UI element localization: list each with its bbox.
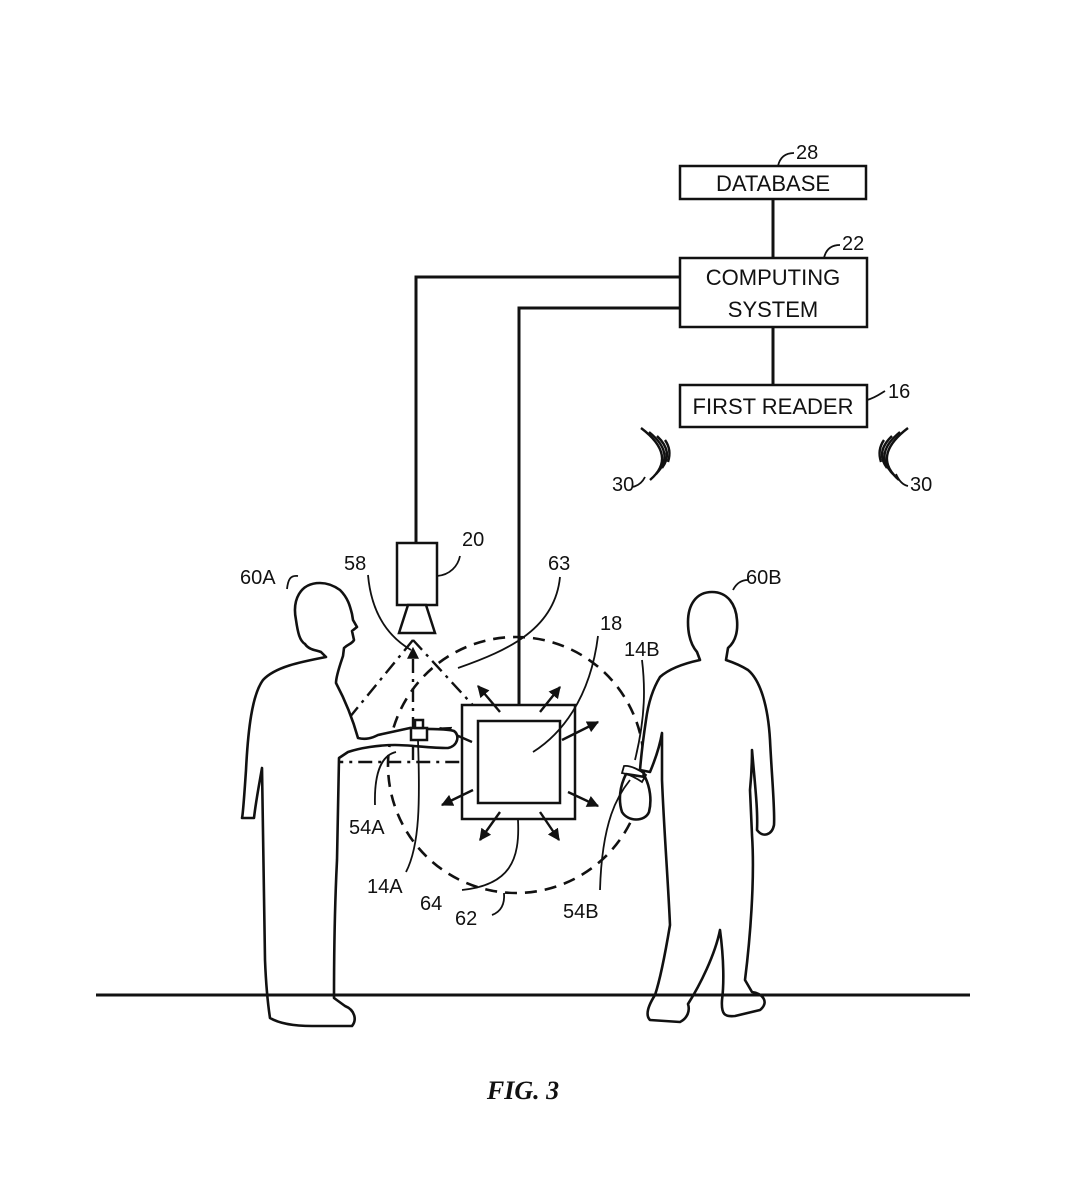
signal-waves-left: 30 bbox=[612, 427, 671, 496]
person-a-ref: 60A bbox=[240, 567, 276, 589]
wristband-a-ref: 54A bbox=[349, 817, 385, 839]
second-reader-ref: 18 bbox=[600, 613, 622, 635]
database-label: DATABASE bbox=[716, 171, 830, 196]
tag-a-device bbox=[409, 726, 429, 742]
emission-arrow bbox=[440, 788, 474, 807]
reader-region-ref: 63 bbox=[548, 553, 570, 575]
wristband-a-ref-leader bbox=[374, 751, 397, 806]
second-reader: 18 64 bbox=[420, 613, 622, 915]
computing-second-reader-link bbox=[517, 306, 680, 705]
emission-arrow bbox=[539, 686, 561, 713]
signal-left-ref-leader bbox=[631, 476, 646, 488]
figure-caption: FIG. 3 bbox=[486, 1076, 559, 1105]
outer-field-ref: 62 bbox=[455, 908, 477, 930]
inner-field-ref: 64 bbox=[420, 893, 442, 915]
person-b-silhouette bbox=[638, 590, 776, 1024]
emission-arrow bbox=[539, 811, 560, 841]
second-reader-ref-leader bbox=[532, 635, 599, 753]
person-a-ref-leader bbox=[286, 575, 299, 590]
reader-region-ref-leader bbox=[457, 576, 561, 669]
person-b-ref: 60B bbox=[746, 567, 782, 589]
person-b-hand bbox=[618, 772, 652, 821]
camera-lens bbox=[397, 603, 437, 635]
database-ref: 28 bbox=[796, 142, 818, 164]
tag-b-ref: 14B bbox=[624, 639, 660, 661]
camera-ref: 20 bbox=[462, 529, 484, 551]
computing-system-ref-leader bbox=[823, 244, 841, 259]
tag-a-ref-leader bbox=[405, 739, 420, 873]
first-reader-box bbox=[678, 383, 869, 429]
first-reader-ref: 16 bbox=[888, 381, 910, 403]
tag-a-ref: 14A bbox=[367, 876, 403, 898]
camera: 20 bbox=[395, 529, 484, 635]
signal-left-ref: 30 bbox=[612, 474, 634, 496]
database-box bbox=[678, 164, 868, 201]
camera-view-ref: 58 bbox=[344, 553, 366, 575]
camera-view-ref-leader bbox=[367, 574, 412, 651]
camera-body bbox=[395, 541, 439, 607]
computing-system-label-line2: SYSTEM bbox=[728, 297, 818, 322]
connection-lines bbox=[414, 199, 775, 705]
emission-arrow bbox=[477, 685, 501, 713]
wristband-b-ref: 54B bbox=[563, 901, 599, 923]
first-reader-block: FIRST READER 16 bbox=[678, 381, 910, 429]
emission-arrow bbox=[561, 720, 600, 742]
computing-system-ref: 22 bbox=[842, 233, 864, 255]
first-reader-label: FIRST READER bbox=[693, 394, 854, 419]
inner-field-ref-leader bbox=[461, 819, 520, 891]
tag-b-ref-leader bbox=[634, 659, 645, 761]
computing-system-label-line1: COMPUTING bbox=[706, 265, 840, 290]
signal-waves-right: 30 bbox=[878, 427, 932, 496]
computing-camera-link bbox=[414, 275, 680, 543]
outer-field-ref-leader bbox=[491, 892, 505, 916]
computing-system-block: COMPUTING SYSTEM 22 bbox=[678, 233, 869, 329]
signal-right-ref-leader bbox=[895, 473, 909, 487]
wristband-b-device bbox=[620, 764, 648, 784]
database-block: DATABASE 28 bbox=[678, 142, 868, 201]
tag-a-chip bbox=[413, 718, 425, 730]
signal-right-ref: 30 bbox=[910, 474, 932, 496]
person-a-silhouette bbox=[240, 581, 459, 1028]
second-reader-inner bbox=[476, 719, 562, 805]
camera-ref-leader bbox=[436, 555, 461, 577]
wristband-b-ref-leader bbox=[599, 779, 631, 891]
computing-system-box bbox=[678, 256, 869, 329]
person-a: 60A 54A 14A bbox=[240, 567, 459, 1028]
first-reader-ref-leader bbox=[866, 390, 886, 401]
emission-arrow bbox=[479, 811, 501, 841]
person-b: 60B 14B 54B bbox=[563, 567, 782, 1024]
person-b-ref-leader bbox=[732, 579, 749, 591]
emission-arrow bbox=[567, 790, 600, 808]
database-ref-leader bbox=[777, 152, 795, 167]
